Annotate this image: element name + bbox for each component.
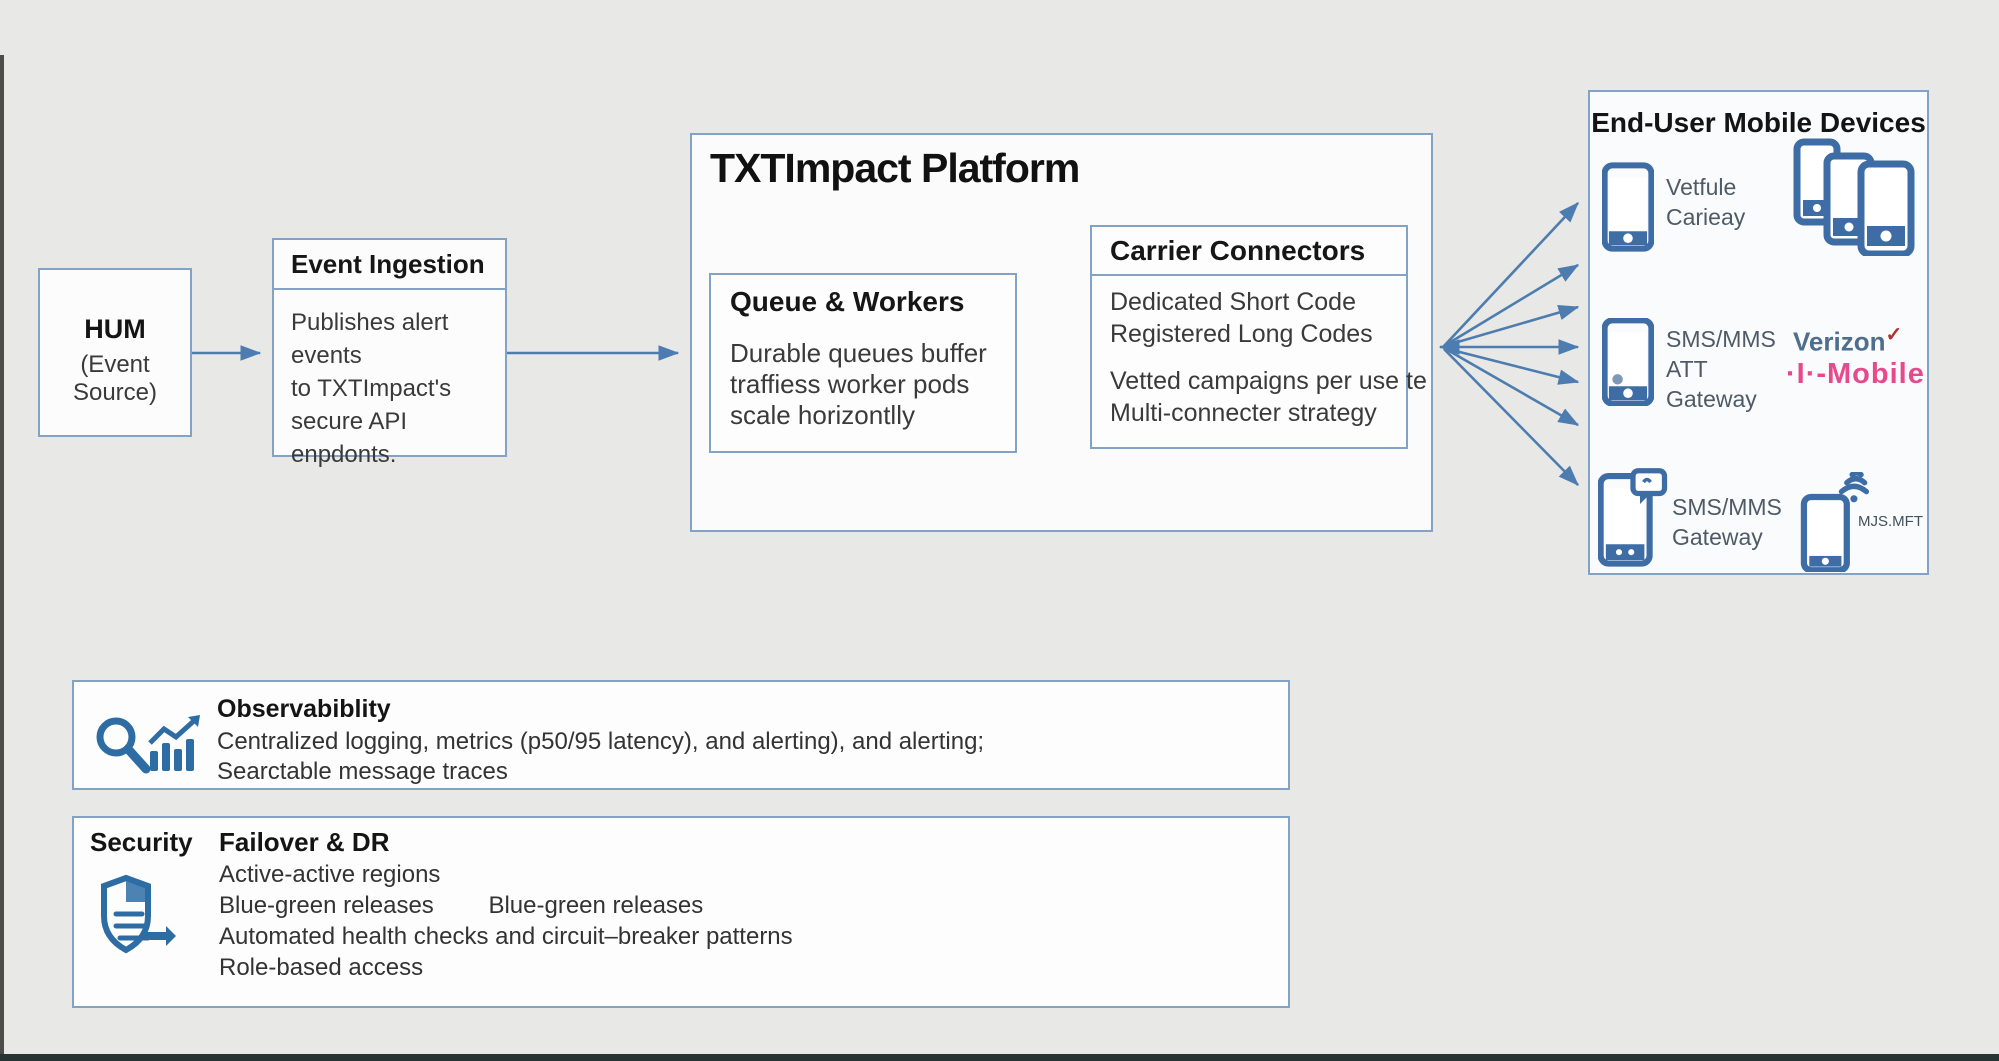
event-ingestion-title: Event Ingestion [274, 240, 505, 290]
security-failover-box: Security Failover & DR Active-active reg… [72, 816, 1290, 1008]
carrier-connectors-box: Carrier Connectors Dedicated Short Code … [1090, 225, 1427, 449]
msnft-label: MJS.MFT [1858, 513, 1923, 530]
observability-line1: Centralized logging, metrics (p50/95 lat… [217, 728, 985, 755]
phone-stack-icon [1793, 138, 1915, 256]
security-label: Security [90, 827, 193, 857]
observability-box: Observabiblity Centralized logging, metr… [72, 680, 1290, 790]
metrics-chart-icon [148, 715, 200, 771]
hum-event-source-box: HUM (Event Source) [38, 268, 192, 437]
carrier-line: Dedicated Short Code [1110, 288, 1356, 316]
verizon-brand: Verizon✓ [1793, 322, 1902, 358]
carrier-line: Registered Long Codes [1110, 320, 1373, 348]
fan-arrow-7 [1443, 348, 1579, 486]
observability-title: Observabiblity [217, 695, 391, 723]
left-edge-strip [0, 55, 4, 1061]
verizon-check-icon: ✓ [1885, 324, 1903, 346]
event-ingestion-box: Event Ingestion Publishes alert events t… [272, 238, 507, 468]
carrier-connectors-title: Carrier Connectors [1092, 227, 1406, 276]
device-row2-label: SMS/MMS ATT Gateway [1666, 324, 1776, 414]
queue-workers-line: traffiess worker pods [730, 369, 970, 399]
bottom-edge-bar [0, 1054, 1999, 1061]
failover-dr-title: Failover & DR [219, 827, 390, 857]
phone-wifi-icon [1800, 472, 1870, 572]
device-row3-line: SMS/MMS [1672, 494, 1782, 520]
carrier-line: Vetted campaigns per use te [1110, 367, 1427, 395]
device-row1-line: Vetfule [1666, 174, 1737, 200]
fan-arrow-6 [1443, 346, 1580, 427]
fan-arrow-5 [1443, 346, 1580, 385]
security-line2: Blue-green releases Blue-green releases [219, 892, 703, 920]
security-line4: Role-based access [219, 954, 424, 981]
device-row1-line: Carieay [1666, 204, 1746, 230]
queue-workers-box: Queue & Workers Durable queues buffer tr… [709, 273, 1017, 453]
device-row2-line: ATT [1666, 356, 1708, 382]
device-row2-line: SMS/MMS [1666, 326, 1776, 352]
security-line1: Active-active regions [219, 861, 441, 888]
hum-subtitle: (Event Source) [72, 351, 158, 406]
security-line2-seg2: Blue-green releases [488, 892, 704, 919]
fan-arrow-1 [1443, 202, 1579, 347]
phone-gear-icon [1602, 318, 1654, 406]
shield-arrows-icon [101, 874, 176, 954]
search-icon [96, 717, 151, 774]
device-row1-label: Vetfule Carieay [1666, 172, 1745, 232]
fan-arrow-3 [1443, 304, 1580, 348]
event-ingestion-line: to TXTImpact's [291, 375, 452, 402]
device-row3-line: Gateway [1672, 524, 1763, 550]
queue-workers-title: Queue & Workers [730, 286, 965, 317]
tmobile-brand: ·I·-Mobile [1786, 358, 1925, 390]
platform-title: TXTImpact Platform [710, 145, 1080, 191]
queue-workers-line: Durable queues buffer [730, 338, 987, 368]
phone-icon [1602, 162, 1654, 252]
observability-line2: Searctable message traces [217, 758, 508, 785]
device-row3-label: SMS/MMS Gateway [1672, 492, 1782, 552]
device-row2-line: Gateway [1666, 386, 1757, 412]
hum-title: HUM [84, 314, 146, 344]
fan-arrow-2 [1443, 263, 1580, 348]
phone-chat-icon [1598, 468, 1668, 567]
carrier-line: Multi-connecter strategy [1110, 399, 1377, 427]
queue-workers-line: scale horizontlly [730, 400, 915, 430]
event-ingestion-line: Publishes alert events [291, 309, 449, 369]
event-ingestion-line: secure API enpdonts. [291, 408, 408, 468]
devices-title: End-User Mobile Devices [1591, 107, 1926, 138]
verizon-text: Verizon [1793, 326, 1886, 357]
security-line3: Automated health checks and circuit–brea… [219, 923, 793, 950]
security-line2-seg1: Blue-green releases [219, 892, 434, 919]
